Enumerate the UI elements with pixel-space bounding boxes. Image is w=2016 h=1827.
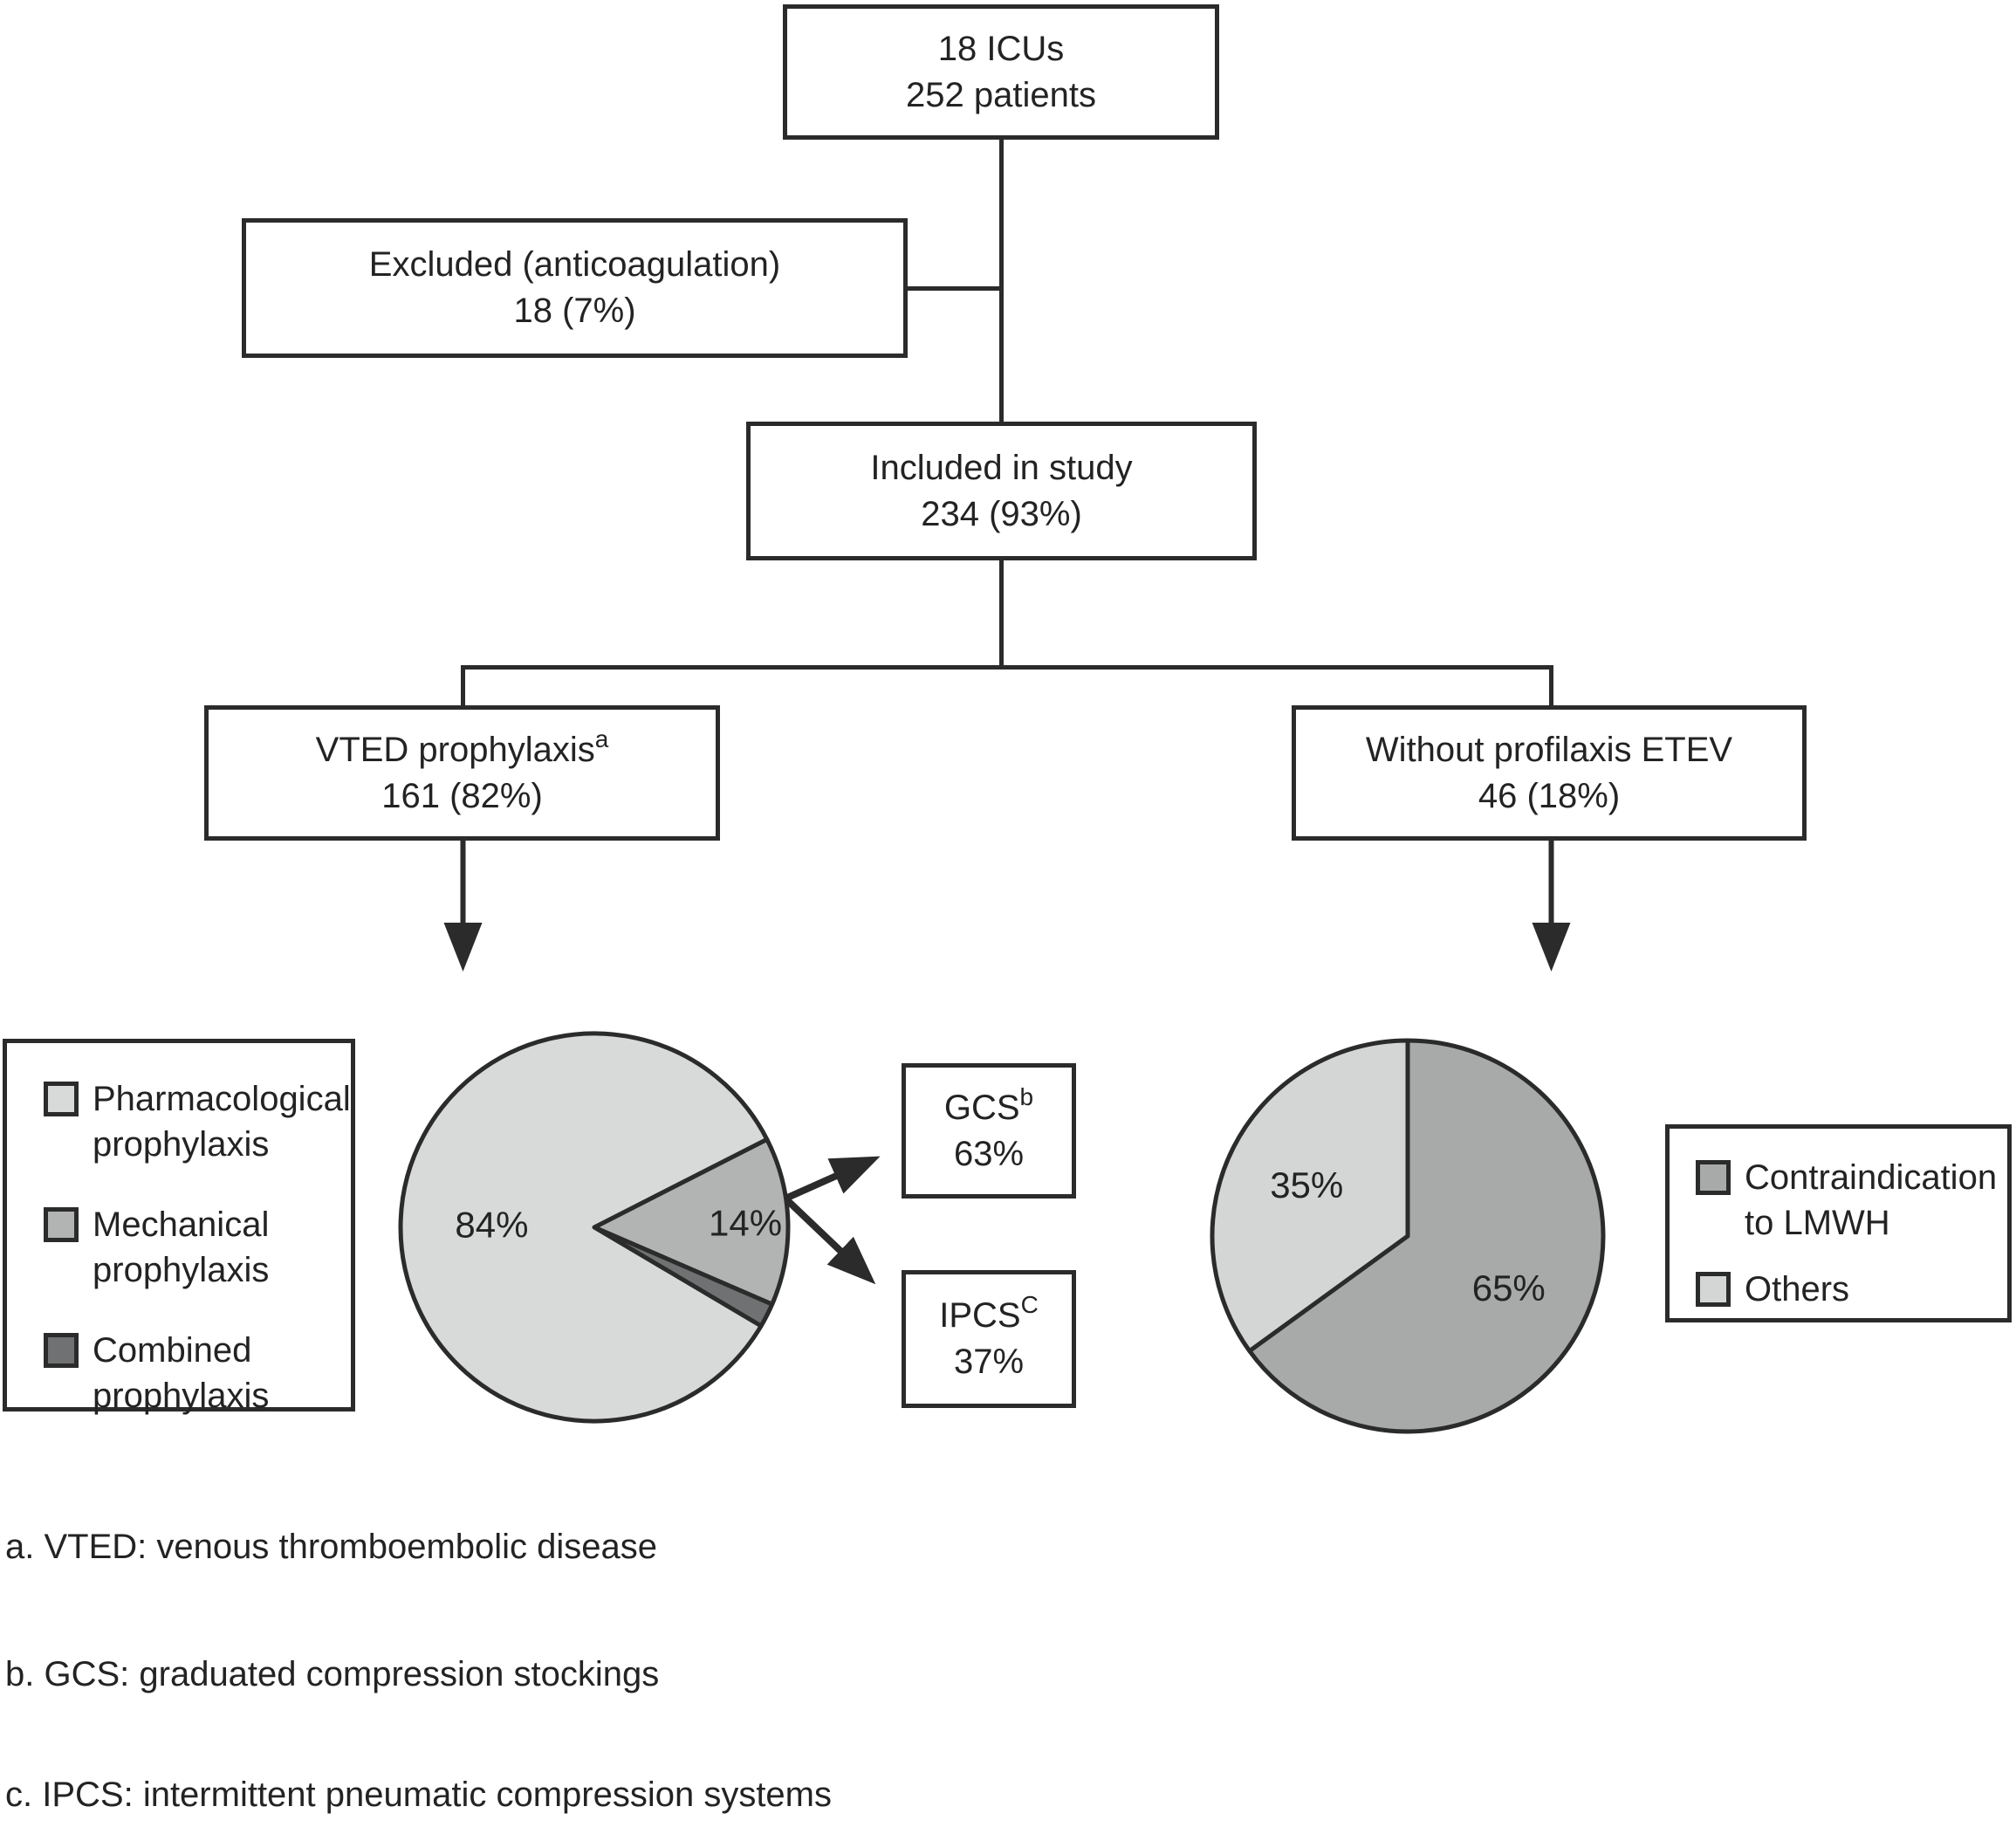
branch-left-drop [461, 665, 465, 705]
arrow-pie-to-ipcs [783, 1196, 876, 1285]
contraindication-swatch-icon [1696, 1160, 1731, 1195]
pie-value-label: 84% [455, 1204, 528, 1245]
legend-item-combined: Combined prophylaxis [44, 1328, 333, 1418]
pie-slice-mechanical-prophylaxis [592, 1137, 791, 1307]
legend-text: Contraindication [1745, 1158, 1998, 1197]
box-vted-prophylaxis: VTED prophylaxisa 161 (82%) [204, 705, 720, 841]
combined-swatch-icon [44, 1333, 79, 1368]
box-icus-line1: 18 ICUs [937, 29, 1065, 68]
box-gcs-value: 63% [953, 1134, 1025, 1173]
connector-excluded [908, 286, 1001, 291]
box-ipcs-line1: IPCSC [939, 1291, 1039, 1339]
connector-included-to-branch [999, 560, 1004, 665]
legend-label-others: Others [1745, 1267, 1849, 1312]
legend-label-contraindication: Contraindication to LMWH [1745, 1155, 1997, 1246]
footnote-ipcs: c. IPCS: intermittent pneumatic compress… [5, 1775, 832, 1814]
box-without-line1: Without profilaxis ETEV [1365, 730, 1733, 769]
pie-slice-others [1210, 1038, 1410, 1354]
box-gcs-title: GCS [943, 1088, 1020, 1127]
footnote-gcs: b. GCS: graduated compression stockings [5, 1655, 660, 1693]
footnote-vted: a. VTED: venous thromboembolic disease [5, 1528, 658, 1566]
legend-left: Pharmacological prophylaxis Mechanical pro… [3, 1039, 355, 1415]
legend-text: Combined [93, 1331, 252, 1370]
pie-value-label: 14% [709, 1203, 782, 1244]
box-without-prophylaxis: Without profilaxis ETEV 46 (18%) [1292, 705, 1807, 841]
legend-text: Pharmacological [93, 1080, 351, 1118]
box-excluded-line2: 18 (7%) [513, 292, 636, 330]
legend-label-pharmacological: Pharmacological prophylaxis [93, 1076, 351, 1167]
mechanical-swatch-icon [44, 1207, 79, 1242]
branch-right-drop [1549, 665, 1553, 705]
pie-chart-1: 14% 84% [398, 1031, 791, 1424]
box-without-line2: 46 (18%) [1478, 776, 1621, 815]
legend-label-mechanical: Mechanical prophylaxis [93, 1202, 269, 1293]
legend-label-combined: Combined prophylaxis [93, 1328, 269, 1418]
pie-slice-pharmacological-prophylaxis [398, 1031, 770, 1424]
box-vted-line1: VTED prophylaxisa [315, 725, 609, 773]
legend-item-contraindication: Contraindication to LMWH [1696, 1155, 1997, 1246]
others-swatch-icon [1696, 1272, 1731, 1307]
pie-value-label: 35% [1270, 1164, 1343, 1205]
box-ipcs: IPCSC 37% [902, 1270, 1076, 1408]
pie-value-label: 65% [1472, 1267, 1546, 1308]
branch-horizontal-line [461, 665, 1553, 670]
connector-top-to-included [999, 140, 1004, 422]
legend-text: Others [1745, 1270, 1850, 1308]
box-vted-title: VTED prophylaxis [315, 730, 595, 769]
pharmacological-swatch-icon [44, 1082, 79, 1116]
legend-text: prophylaxis [93, 1377, 270, 1415]
pie-slice-combined-prophylaxis [592, 1225, 775, 1329]
legend-item-others: Others [1696, 1267, 1993, 1312]
box-vted-superscript: a [594, 725, 609, 752]
box-icus-line2: 252 patients [906, 75, 1096, 114]
box-icus-patients: 18 ICUs 252 patients [783, 4, 1219, 140]
legend-text: prophylaxis [93, 1125, 270, 1164]
box-included-line2: 234 (93%) [921, 494, 1082, 533]
box-included: Included in study 234 (93%) [746, 422, 1257, 560]
pie-chart-2: 65% 35% [1210, 1038, 1606, 1434]
legend-item-mechanical: Mechanical prophylaxis [44, 1202, 333, 1293]
box-gcs-superscript: b [1019, 1082, 1034, 1110]
box-ipcs-value: 37% [953, 1343, 1025, 1381]
pie-slice-contraindication-to-lmwh [1247, 1038, 1606, 1434]
legend-right: Contraindication to LMWH Others [1665, 1124, 2012, 1322]
legend-item-pharmacological: Pharmacological prophylaxis [44, 1076, 351, 1167]
box-excluded: Excluded (anticoagulation) 18 (7%) [242, 218, 908, 358]
box-vted-line2: 161 (82%) [381, 776, 543, 815]
box-gcs-line1: GCSb [943, 1082, 1034, 1131]
box-excluded-line1: Excluded (anticoagulation) [368, 245, 781, 285]
legend-text: to LMWH [1745, 1204, 1890, 1242]
arrow-pie-to-gcs [784, 1156, 881, 1202]
legend-text: Mechanical [93, 1205, 270, 1244]
legend-text: prophylaxis [93, 1251, 270, 1289]
box-ipcs-superscript: C [1020, 1291, 1039, 1319]
box-ipcs-title: IPCS [939, 1296, 1021, 1336]
box-included-line1: Included in study [870, 448, 1133, 487]
box-gcs: GCSb 63% [902, 1063, 1076, 1199]
